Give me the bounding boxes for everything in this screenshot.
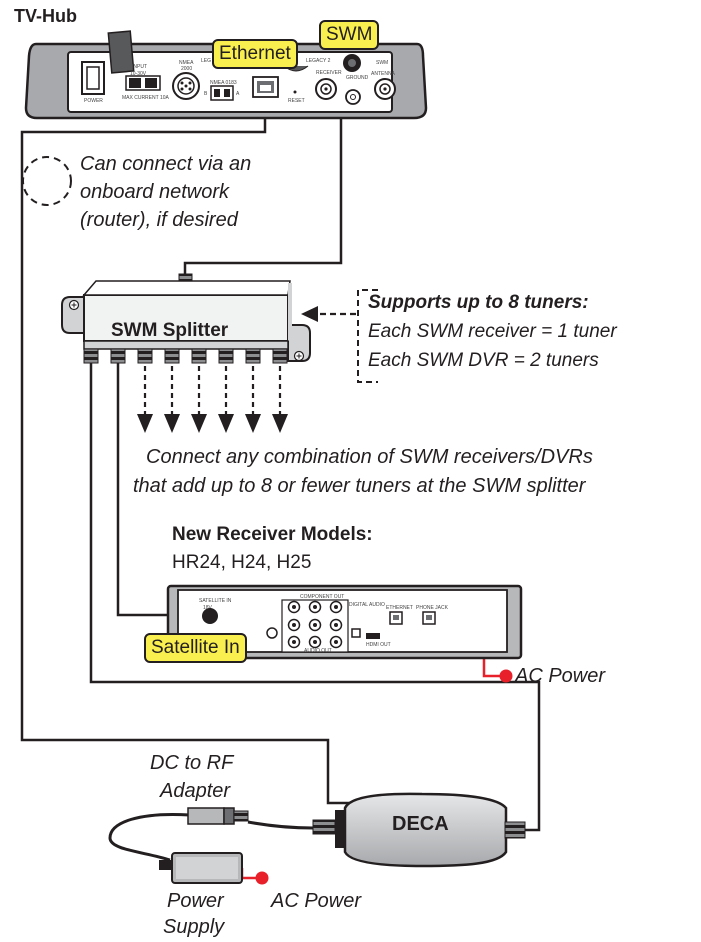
receiver-cable (116, 360, 174, 617)
svg-text:COMPONENT OUT: COMPONENT OUT (300, 594, 344, 600)
psu-ac-power-label: AC Power (271, 890, 362, 912)
deca-cable (89, 360, 541, 832)
swm-splitter (61, 273, 311, 364)
svg-text:2000: 2000 (181, 66, 192, 72)
digital-audio-port (351, 628, 361, 638)
cable-clip (107, 30, 135, 74)
svg-text:NMEA 0183: NMEA 0183 (210, 80, 237, 86)
power-supply-device (159, 852, 243, 884)
svg-text:LEG: LEG (201, 58, 211, 64)
splitter-right-ear (287, 324, 311, 362)
svg-text:18V: 18V (203, 605, 213, 611)
support-bracket (357, 289, 378, 383)
receiver-ac-power-label: AC Power (515, 665, 606, 687)
network-note-line-1: Can connect via an (80, 153, 252, 175)
support-line-1: Each SWM receiver = 1 tuner (368, 321, 617, 342)
svg-text:INPUT: INPUT (132, 64, 147, 70)
svg-text:DIGITAL AUDIO: DIGITAL AUDIO (349, 602, 385, 608)
ethernet-cable (20, 97, 360, 805)
ac-power-lead-receiver (482, 654, 500, 678)
network-dashed-circle (22, 156, 72, 206)
svg-text:A: A (236, 91, 240, 97)
ac-power-lead-psu (240, 868, 258, 880)
connect-note-line-1: Connect any combination of SWM receivers… (146, 446, 593, 468)
dc-rf-adapter (108, 807, 336, 862)
ethernet-callout: Ethernet (212, 39, 298, 69)
hdmi-port (366, 633, 380, 639)
adapter-label-line-2: Adapter (160, 780, 231, 802)
svg-text:ETHERNET: ETHERNET (386, 605, 413, 611)
receiver-title: New Receiver Models: (172, 524, 373, 545)
network-note-line-2: onboard network (80, 181, 229, 203)
satellite-in-callout: Satellite In (144, 633, 247, 663)
svg-text:AUDIO OUT: AUDIO OUT (304, 648, 332, 654)
connect-note-line-2: that add up to 8 or fewer tuners at the … (133, 475, 586, 497)
ac-power-dot-receiver (499, 669, 513, 683)
receiver-device: SATELLITE IN 18V COMPONENT OUT AUDIO OUT… (166, 584, 523, 660)
svg-text:B: B (204, 91, 208, 97)
output-arrows (143, 366, 282, 414)
support-line-2: Each SWM DVR = 2 tuners (368, 350, 599, 371)
svg-text:ANTENNA: ANTENNA (371, 71, 396, 77)
svg-text:POWER: POWER (84, 98, 103, 104)
support-title: Supports up to 8 tuners: (368, 292, 589, 313)
swm-cable (183, 75, 343, 276)
power-supply-label-line-2: Supply (163, 916, 225, 938)
svg-text:GROUND: GROUND (346, 75, 369, 81)
svg-text:RESET: RESET (288, 98, 305, 104)
output-arrowheads (137, 414, 288, 433)
svg-text:10-30V: 10-30V (130, 71, 147, 77)
svg-text:HDMI OUT: HDMI OUT (366, 642, 391, 648)
power-supply-label-line-1: Power (167, 890, 224, 912)
svg-text:LEGACY 2: LEGACY 2 (306, 58, 331, 64)
svg-text:NMEA: NMEA (179, 60, 194, 66)
adapter-label-line-1: DC to RF (150, 752, 234, 774)
satellite-in-port (202, 608, 218, 624)
splitter-label: SWM Splitter (111, 320, 229, 341)
deca-label: DECA (392, 813, 449, 835)
tvhub-title: TV-Hub (14, 6, 77, 26)
swm-callout: SWM (319, 20, 380, 50)
ac-power-dot-psu (255, 871, 269, 885)
network-note-line-3: (router), if desired (80, 209, 238, 231)
svg-text:RECEIVER: RECEIVER (316, 70, 342, 76)
svg-text:MAX CURRENT 10A: MAX CURRENT 10A (122, 95, 170, 101)
receiver-models: HR24, H24, H25 (172, 552, 312, 573)
deca-device (335, 792, 526, 868)
svg-text:SATELLITE IN: SATELLITE IN (199, 598, 232, 604)
svg-text:PHONE JACK: PHONE JACK (416, 605, 449, 611)
svg-text:SWM: SWM (376, 60, 388, 66)
